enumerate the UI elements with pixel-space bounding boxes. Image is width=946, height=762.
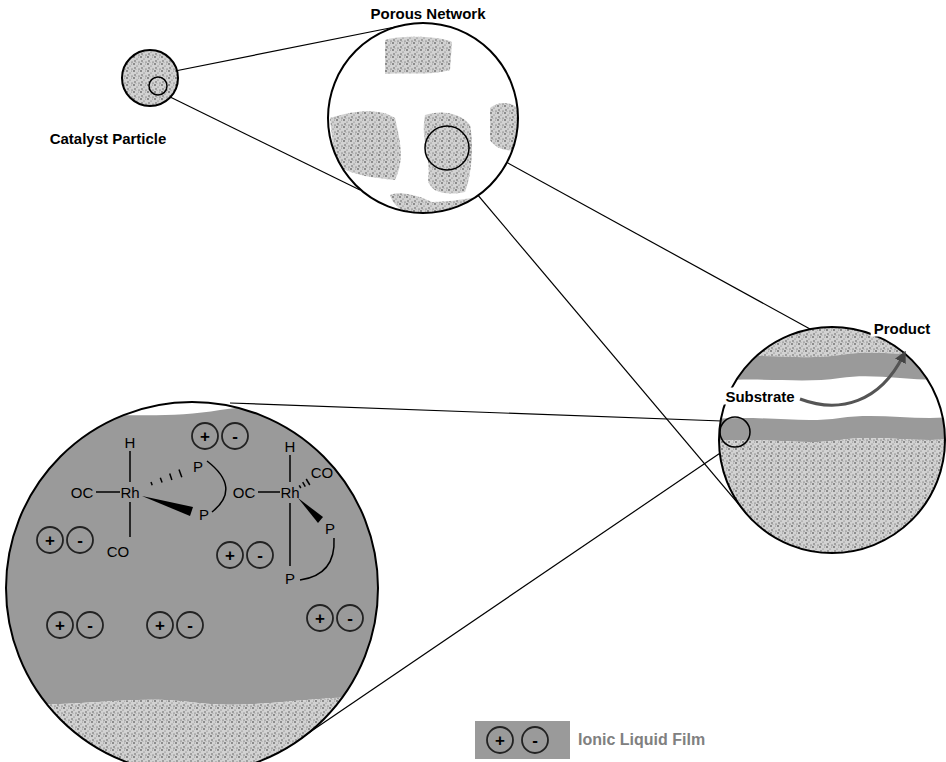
zoom-line (466, 140, 810, 329)
cation-sign: + (155, 617, 165, 634)
wedge-bond (142, 496, 323, 523)
ion-circle (47, 612, 73, 638)
zoom-line (230, 403, 722, 421)
ion-circle (37, 527, 63, 553)
pore-closeup (700, 416, 946, 442)
anion-sign: - (77, 532, 83, 549)
atom-label: H (125, 435, 136, 450)
chemical-bond (289, 455, 291, 482)
ion-circle (67, 527, 93, 553)
atom-label: P (193, 459, 203, 474)
cation-sign: + (225, 547, 235, 564)
chemical-bond (207, 461, 226, 512)
porous-network (390, 193, 485, 218)
ion-circle (177, 612, 203, 638)
porous-network (425, 126, 469, 170)
wedge-bond (142, 496, 193, 516)
flow-label: Substrate (722, 388, 797, 405)
figure-label: Catalyst Particle (50, 131, 167, 146)
atom-label: P (199, 507, 209, 522)
cation-sign: + (315, 610, 325, 627)
porous-network (328, 23, 518, 213)
chemical-bond (160, 478, 162, 483)
ion-circle (147, 612, 173, 638)
ionic-liquid-closeup (0, 697, 400, 762)
chemical-bond (289, 503, 291, 566)
ion-circle (192, 423, 218, 449)
ionic-liquid-closeup (0, 402, 400, 762)
chemical-bond (300, 538, 334, 580)
legend-entry: Ionic Liquid Film (578, 732, 705, 748)
chemical-bond (129, 451, 131, 482)
legend-swatch (487, 727, 513, 753)
chemical-bond (129, 502, 131, 537)
legend-swatch (475, 721, 570, 759)
figure-label: Porous Network (370, 6, 485, 21)
anion-sign: - (532, 732, 538, 749)
flow-label: Product (871, 320, 934, 337)
ion-circle (222, 423, 248, 449)
anion-sign: - (187, 617, 193, 634)
cation-sign: + (45, 532, 55, 549)
ligand-label: OC (71, 485, 94, 500)
chemical-bond (306, 479, 310, 485)
catalyst-particle (149, 77, 167, 95)
chemical-bond (96, 491, 120, 493)
metal-label: Rh (280, 485, 299, 500)
pore-closeup (719, 327, 945, 553)
porous-network (385, 37, 452, 74)
ion-circle (37, 423, 363, 638)
ligand-label: CO (311, 465, 334, 480)
ion-circle (307, 605, 333, 631)
cation-sign: + (495, 732, 505, 749)
anion-sign: - (347, 610, 353, 627)
chemical-bond (179, 470, 182, 478)
pore-closeup (700, 300, 946, 358)
porous-network (330, 111, 401, 180)
ionic-liquid-closeup (6, 402, 378, 762)
ion-circle (77, 612, 103, 638)
atom-label: P (325, 521, 335, 536)
wedge-bond (298, 498, 323, 523)
ion-circle (217, 542, 243, 568)
cation-sign: + (200, 428, 210, 445)
metal-label: Rh (120, 485, 139, 500)
chemical-bond (170, 474, 172, 480)
catalyst-particle (122, 50, 178, 106)
porous-network (328, 23, 520, 218)
ligand-label: OC (233, 485, 256, 500)
catalyst-particle (122, 50, 178, 106)
pore-closeup (700, 300, 946, 560)
pore-closeup (800, 356, 903, 405)
anion-sign: - (87, 617, 93, 634)
chemical-bond (303, 482, 306, 486)
ligand-label: CO (107, 544, 130, 559)
anion-sign: - (232, 428, 238, 445)
pore-closeup (720, 417, 750, 447)
ionic-liquid-closeup (0, 407, 400, 705)
atom-label: P (285, 571, 295, 586)
ion-circle (337, 605, 363, 631)
legend-label: Ionic Liquid Film (578, 731, 705, 748)
chemical-bond (151, 482, 152, 485)
porous-network (330, 37, 520, 218)
zoom-line (455, 168, 752, 520)
atom-label: H (285, 439, 296, 454)
porous-network (328, 23, 518, 213)
porous-network (424, 112, 472, 193)
pore-closeup (700, 300, 946, 560)
anion-sign: - (257, 547, 263, 564)
pore-closeup (700, 438, 946, 560)
chemical-bond (258, 491, 280, 493)
legend-swatch (475, 721, 570, 759)
chemical-bond (96, 451, 334, 580)
legend-swatch (522, 727, 548, 753)
cation-sign: + (55, 617, 65, 634)
ionic-liquid-closeup (0, 407, 400, 762)
ion-circle (247, 542, 273, 568)
